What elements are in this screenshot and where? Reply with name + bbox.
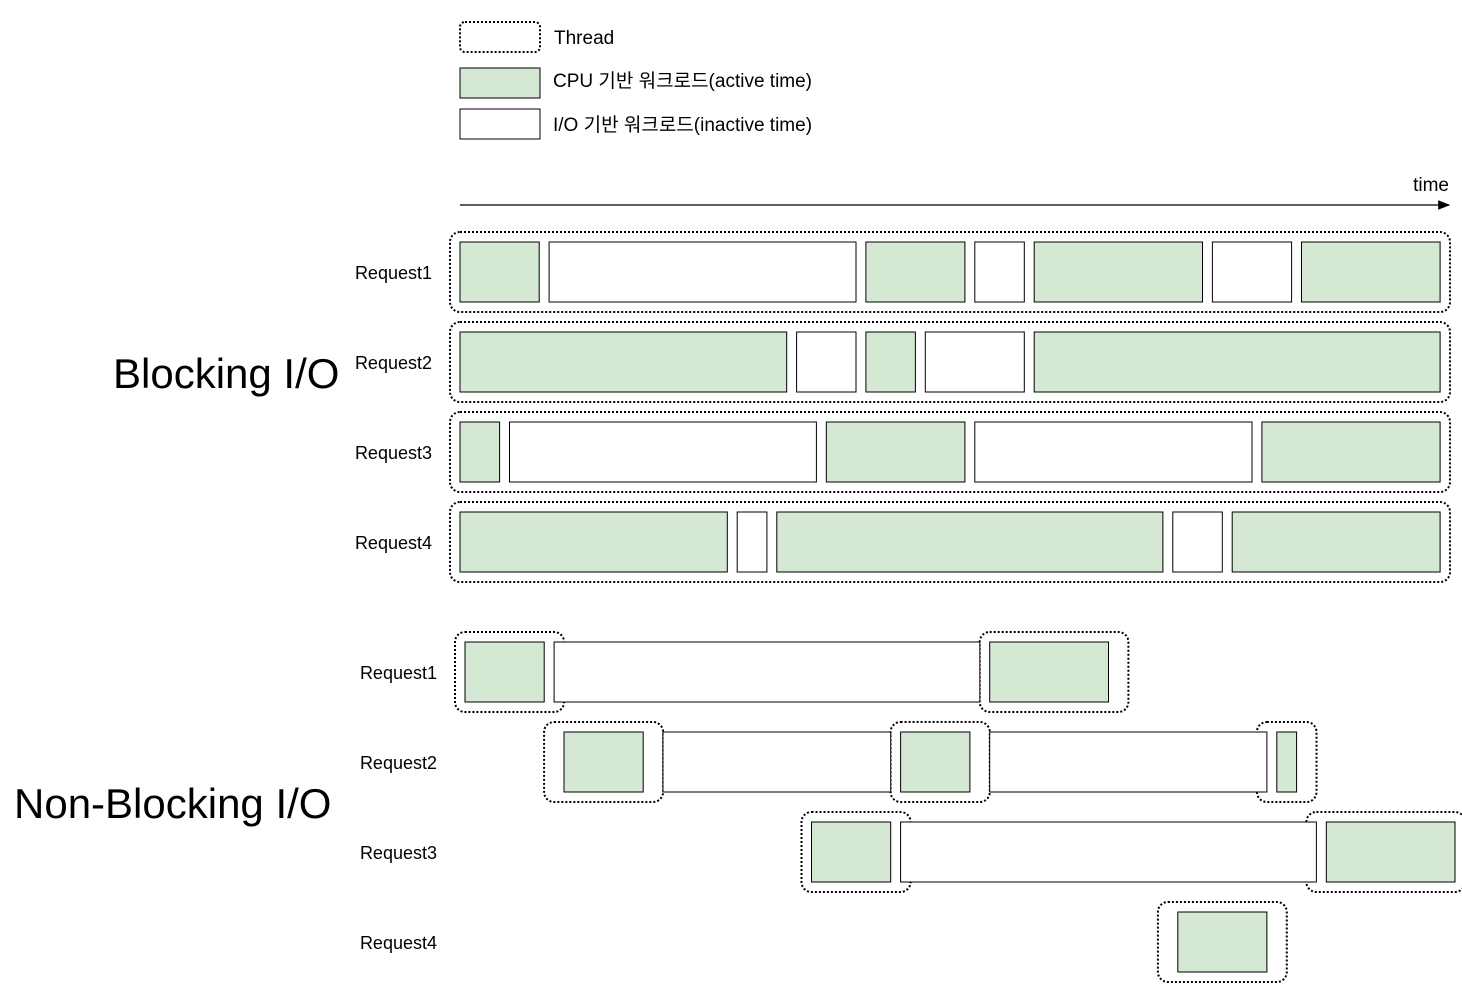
io-workload-block <box>1211 241 1293 303</box>
thread-box <box>449 501 1451 583</box>
request-label: Request3 <box>355 443 432 463</box>
io-workload-block <box>1172 511 1223 573</box>
legend-io: I/O 기반 워크로드(inactive time) <box>459 108 812 140</box>
non-blocking-io-title: Non-Blocking I/O <box>14 780 331 827</box>
thread-box <box>449 411 1451 493</box>
blocking-request-row: Request2 <box>355 321 1451 403</box>
non-blocking-request-row: Request3 <box>360 811 1462 893</box>
cpu-workload-block <box>459 421 501 483</box>
request-label: Request4 <box>360 933 437 953</box>
request-label: Request2 <box>355 353 432 373</box>
legend-thread-swatch <box>459 21 541 53</box>
blocking-request-row: Request3 <box>355 411 1451 493</box>
cpu-workload-block <box>563 731 644 793</box>
cpu-workload-block <box>825 421 966 483</box>
io-workload-block <box>736 511 768 573</box>
legend-io-swatch <box>459 108 541 140</box>
io-workload-block <box>553 641 981 703</box>
cpu-workload-block <box>900 731 971 793</box>
time-axis-label: time <box>1413 175 1449 196</box>
non-blocking-request-row: Request1 <box>360 631 1130 713</box>
cpu-workload-block <box>1261 421 1441 483</box>
legend: Thread CPU 기반 워크로드(active time) I/O 기반 워… <box>459 21 812 140</box>
cpu-workload-block <box>1325 821 1456 883</box>
request-label: Request2 <box>360 753 437 773</box>
cpu-workload-block <box>989 641 1110 703</box>
blocking-io-title: Blocking I/O <box>113 350 339 397</box>
request-rows: Request1Request2Request3Request4Request1… <box>355 231 1462 983</box>
thread-box <box>449 231 1451 313</box>
cpu-workload-block <box>1033 241 1203 303</box>
cpu-workload-block <box>459 331 788 393</box>
io-workload-block <box>989 731 1268 793</box>
legend-cpu-label: CPU 기반 워크로드(active time) <box>553 70 812 92</box>
io-workload-block <box>548 241 857 303</box>
cpu-workload-block <box>811 821 892 883</box>
request-label: Request3 <box>360 843 437 863</box>
io-workload-block <box>924 331 1025 393</box>
thread-box <box>454 631 566 713</box>
cpu-workload-block <box>776 511 1164 573</box>
io-workload-block <box>900 821 1317 883</box>
request-label: Request1 <box>360 663 437 683</box>
legend-thread: Thread <box>459 21 614 53</box>
blocking-request-row: Request1 <box>355 231 1451 313</box>
io-workload-block <box>509 421 817 483</box>
request-label: Request4 <box>355 533 432 553</box>
thread-box <box>449 321 1451 403</box>
cpu-workload-block <box>1033 331 1441 393</box>
legend-thread-label: Thread <box>554 28 614 49</box>
thread-box <box>800 811 912 893</box>
cpu-workload-block <box>1177 911 1268 973</box>
cpu-workload-block <box>1301 241 1441 303</box>
io-workload-block <box>974 421 1253 483</box>
io-workload-block <box>796 331 857 393</box>
request-label: Request1 <box>355 263 432 283</box>
cpu-workload-block <box>865 331 916 393</box>
time-axis: time <box>460 175 1451 210</box>
cpu-workload-block <box>865 241 966 303</box>
cpu-workload-block <box>1276 731 1298 793</box>
io-workload-block <box>662 731 892 793</box>
cpu-workload-block <box>459 241 540 303</box>
non-blocking-request-row: Request2 <box>360 721 1318 803</box>
legend-cpu-swatch <box>459 67 541 99</box>
legend-io-label: I/O 기반 워크로드(inactive time) <box>553 114 812 136</box>
cpu-workload-block <box>464 641 545 703</box>
blocking-request-row: Request4 <box>355 501 1451 583</box>
io-workload-block <box>974 241 1025 303</box>
cpu-workload-block <box>1231 511 1441 573</box>
legend-cpu: CPU 기반 워크로드(active time) <box>459 67 812 99</box>
thread-box <box>1305 811 1462 893</box>
cpu-workload-block <box>459 511 728 573</box>
non-blocking-request-row: Request4 <box>360 901 1288 983</box>
thread-box <box>978 631 1130 713</box>
